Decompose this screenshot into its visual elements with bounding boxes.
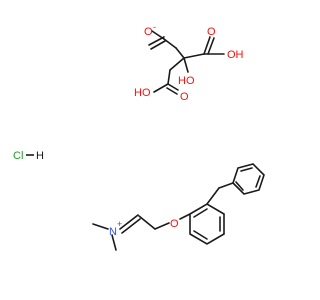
chemical-structure-diagram: O - OH O HO O HO Cl H bbox=[13, 22, 265, 251]
ether-oxygen-label: O bbox=[170, 218, 179, 230]
chlorine-label: Cl bbox=[13, 150, 23, 162]
bond bbox=[169, 57, 185, 71]
bond bbox=[207, 37, 215, 55]
citrate-atom-labels: O - OH O HO O HO bbox=[134, 22, 244, 103]
cation-atom-labels: N + O bbox=[109, 218, 179, 238]
negative-charge-label: - bbox=[153, 22, 156, 32]
bond bbox=[179, 213, 191, 220]
bond bbox=[240, 167, 253, 172]
bond bbox=[119, 214, 139, 230]
upper-benzene-ring bbox=[232, 163, 265, 195]
bond bbox=[167, 69, 171, 85]
bond bbox=[167, 83, 179, 91]
hydroxyl-label: HO bbox=[178, 75, 195, 87]
carboxyl-oh-label: OH bbox=[227, 49, 244, 61]
bond bbox=[163, 38, 177, 49]
bond bbox=[235, 181, 244, 191]
lower-benzene-ring bbox=[189, 203, 225, 245]
positive-charge-label: + bbox=[117, 219, 122, 229]
carbonyl-oxygen-lower-label: O bbox=[180, 91, 189, 103]
bond bbox=[183, 53, 205, 59]
bond bbox=[218, 182, 234, 189]
citrate-fragment bbox=[148, 30, 225, 95]
bond bbox=[150, 40, 166, 50]
bond bbox=[166, 87, 178, 95]
iminium-nitrogen-label: N bbox=[109, 226, 117, 238]
bond bbox=[206, 187, 220, 205]
carboxylate-oxygen-label: O bbox=[144, 26, 153, 38]
bond bbox=[138, 215, 156, 230]
carbonyl-oxygen-label: O bbox=[207, 26, 216, 38]
bond bbox=[255, 175, 261, 188]
bond bbox=[92, 223, 109, 230]
bond bbox=[193, 208, 208, 218]
bond bbox=[111, 234, 117, 251]
hydrogen-label: H bbox=[36, 150, 44, 162]
carboxyl-ho-label: HO bbox=[134, 87, 151, 99]
bond bbox=[154, 222, 170, 230]
bond bbox=[203, 36, 211, 55]
organic-cation-fragment bbox=[92, 163, 265, 251]
bond bbox=[153, 83, 169, 93]
bond bbox=[121, 218, 141, 234]
bond bbox=[193, 230, 208, 240]
hydrogen-chloride-fragment: Cl H bbox=[13, 150, 44, 162]
bond bbox=[175, 47, 185, 59]
bond bbox=[148, 36, 165, 46]
bond bbox=[183, 57, 189, 73]
